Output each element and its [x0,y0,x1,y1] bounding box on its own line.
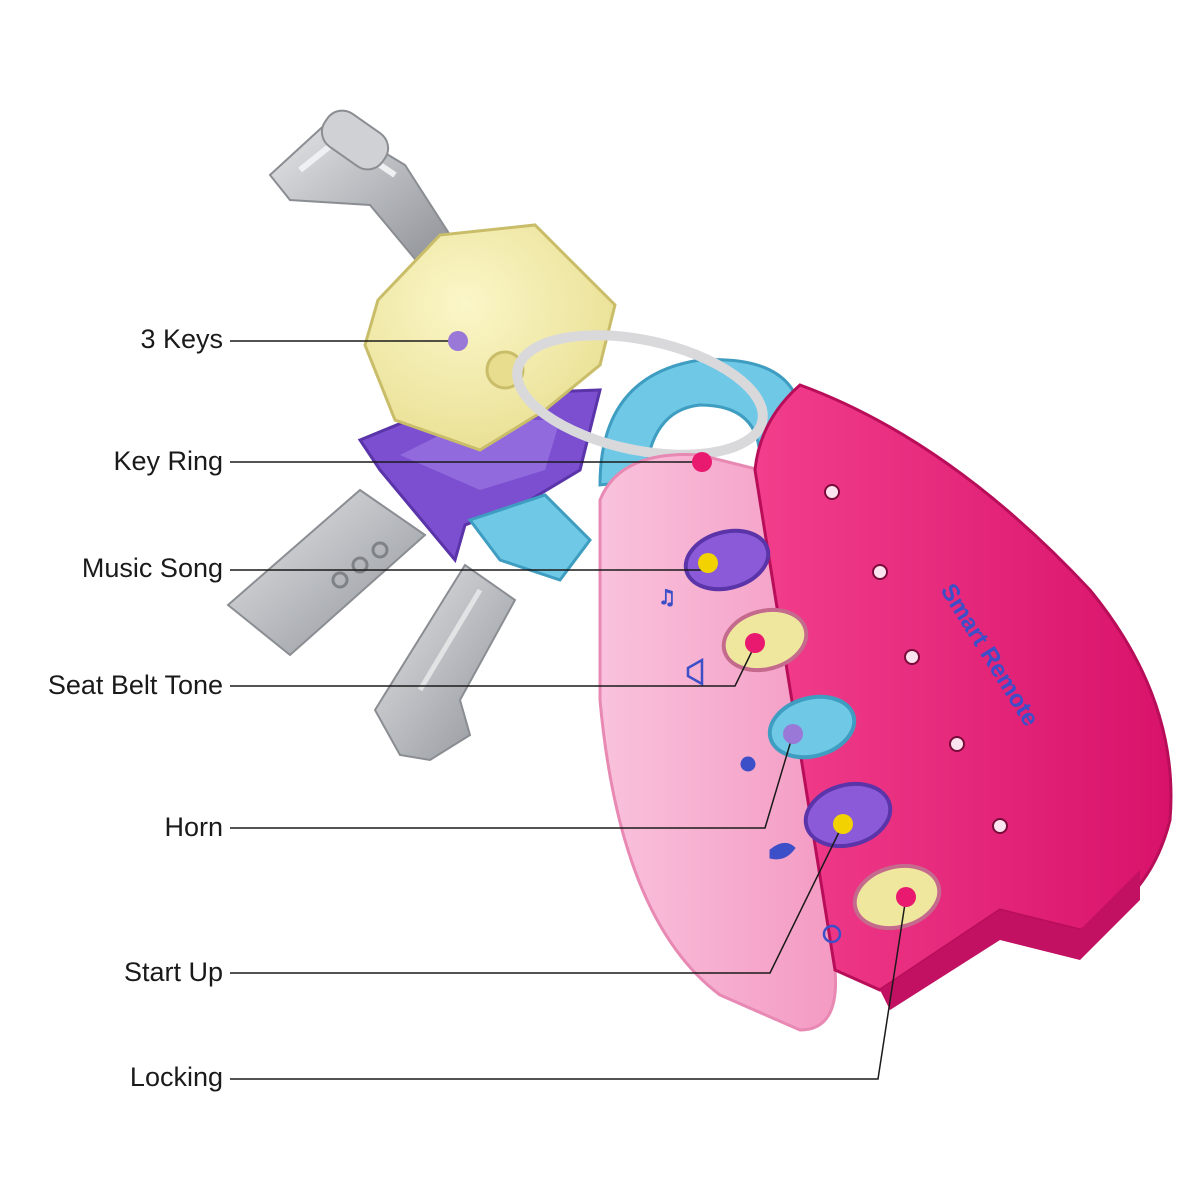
purple-key-head [357,388,602,564]
callout-label-3-keys: 3 Keys [140,324,223,354]
led-dots [824,484,1008,834]
callout-label-key-ring: Key Ring [113,446,223,476]
metal-key-left [226,488,427,657]
yellow-key-head [363,223,617,452]
leader-locking [230,896,907,1080]
svg-text:♫: ♫ [658,585,676,609]
dot-horn [783,724,803,744]
callout-dots [448,331,916,907]
button-glyph-icons: ♫ [658,585,842,944]
callout-label-horn: Horn [164,812,223,842]
dot-music-song [698,553,718,573]
dot-key-ring [692,452,712,472]
leader-start-up [230,823,844,974]
callout-label-music-song: Music Song [81,553,223,583]
dot-locking [896,887,916,907]
callout-label-start-up: Start Up [123,957,223,987]
remote-bottom-ridges [880,870,1140,1010]
callout-leaders [230,340,907,1080]
leader-seat-belt-tone [230,644,756,687]
dot-start-up [833,814,853,834]
dot-3-keys [448,331,468,351]
metal-key-top [268,109,452,267]
metal-key-right [373,563,517,762]
leader-horn [230,733,794,829]
callout-label-seat-belt-tone: Seat Belt Tone [47,670,223,700]
key-ring [512,330,768,460]
callout-label-locking: Locking [129,1062,223,1092]
dot-seat-belt-tone [745,633,765,653]
